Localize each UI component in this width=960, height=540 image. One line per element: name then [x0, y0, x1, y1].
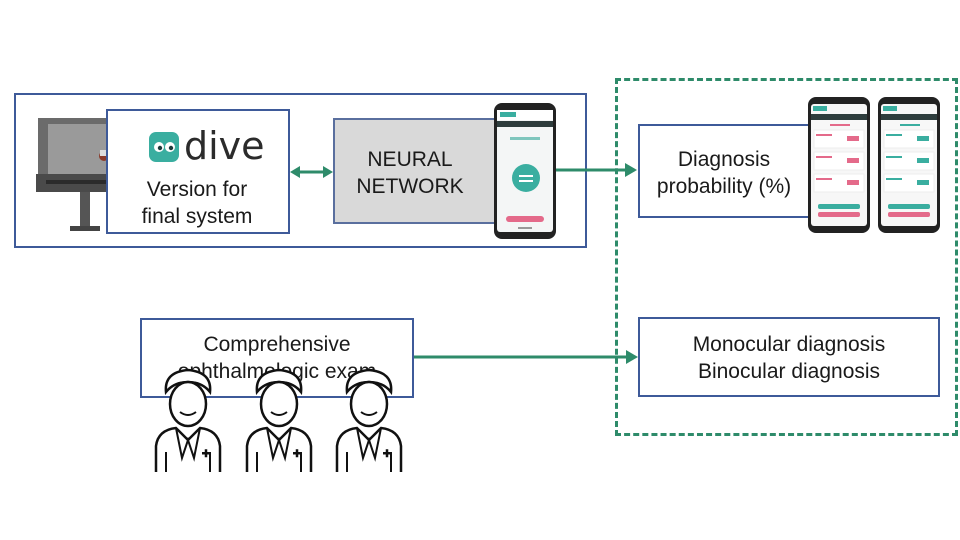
dive-label-line1: Version for: [146, 178, 248, 201]
diagnosis-probability-line2: probability (%): [656, 175, 792, 198]
dive-version-box: [106, 109, 290, 234]
dive-logo-text: dive: [184, 124, 265, 168]
exam-line1: Comprehensive: [203, 333, 351, 356]
exam-line2: ophthalmologic exam: [177, 360, 377, 383]
diagnosis-probability-line1: Diagnosis: [677, 148, 771, 171]
diagnosis-types-box: [638, 317, 940, 397]
dive-label-line2: final system: [141, 205, 253, 228]
output-dashed-box: [615, 78, 958, 436]
diagnosis-types-line2: Binocular diagnosis: [697, 360, 881, 383]
neural-network-line1: NEURAL: [367, 148, 453, 171]
neural-network-box: [333, 118, 503, 224]
diagnosis-probability-box: [638, 124, 838, 218]
neural-network-line2: NETWORK: [356, 175, 464, 198]
diagnosis-types-line1: Monocular diagnosis: [692, 333, 886, 356]
